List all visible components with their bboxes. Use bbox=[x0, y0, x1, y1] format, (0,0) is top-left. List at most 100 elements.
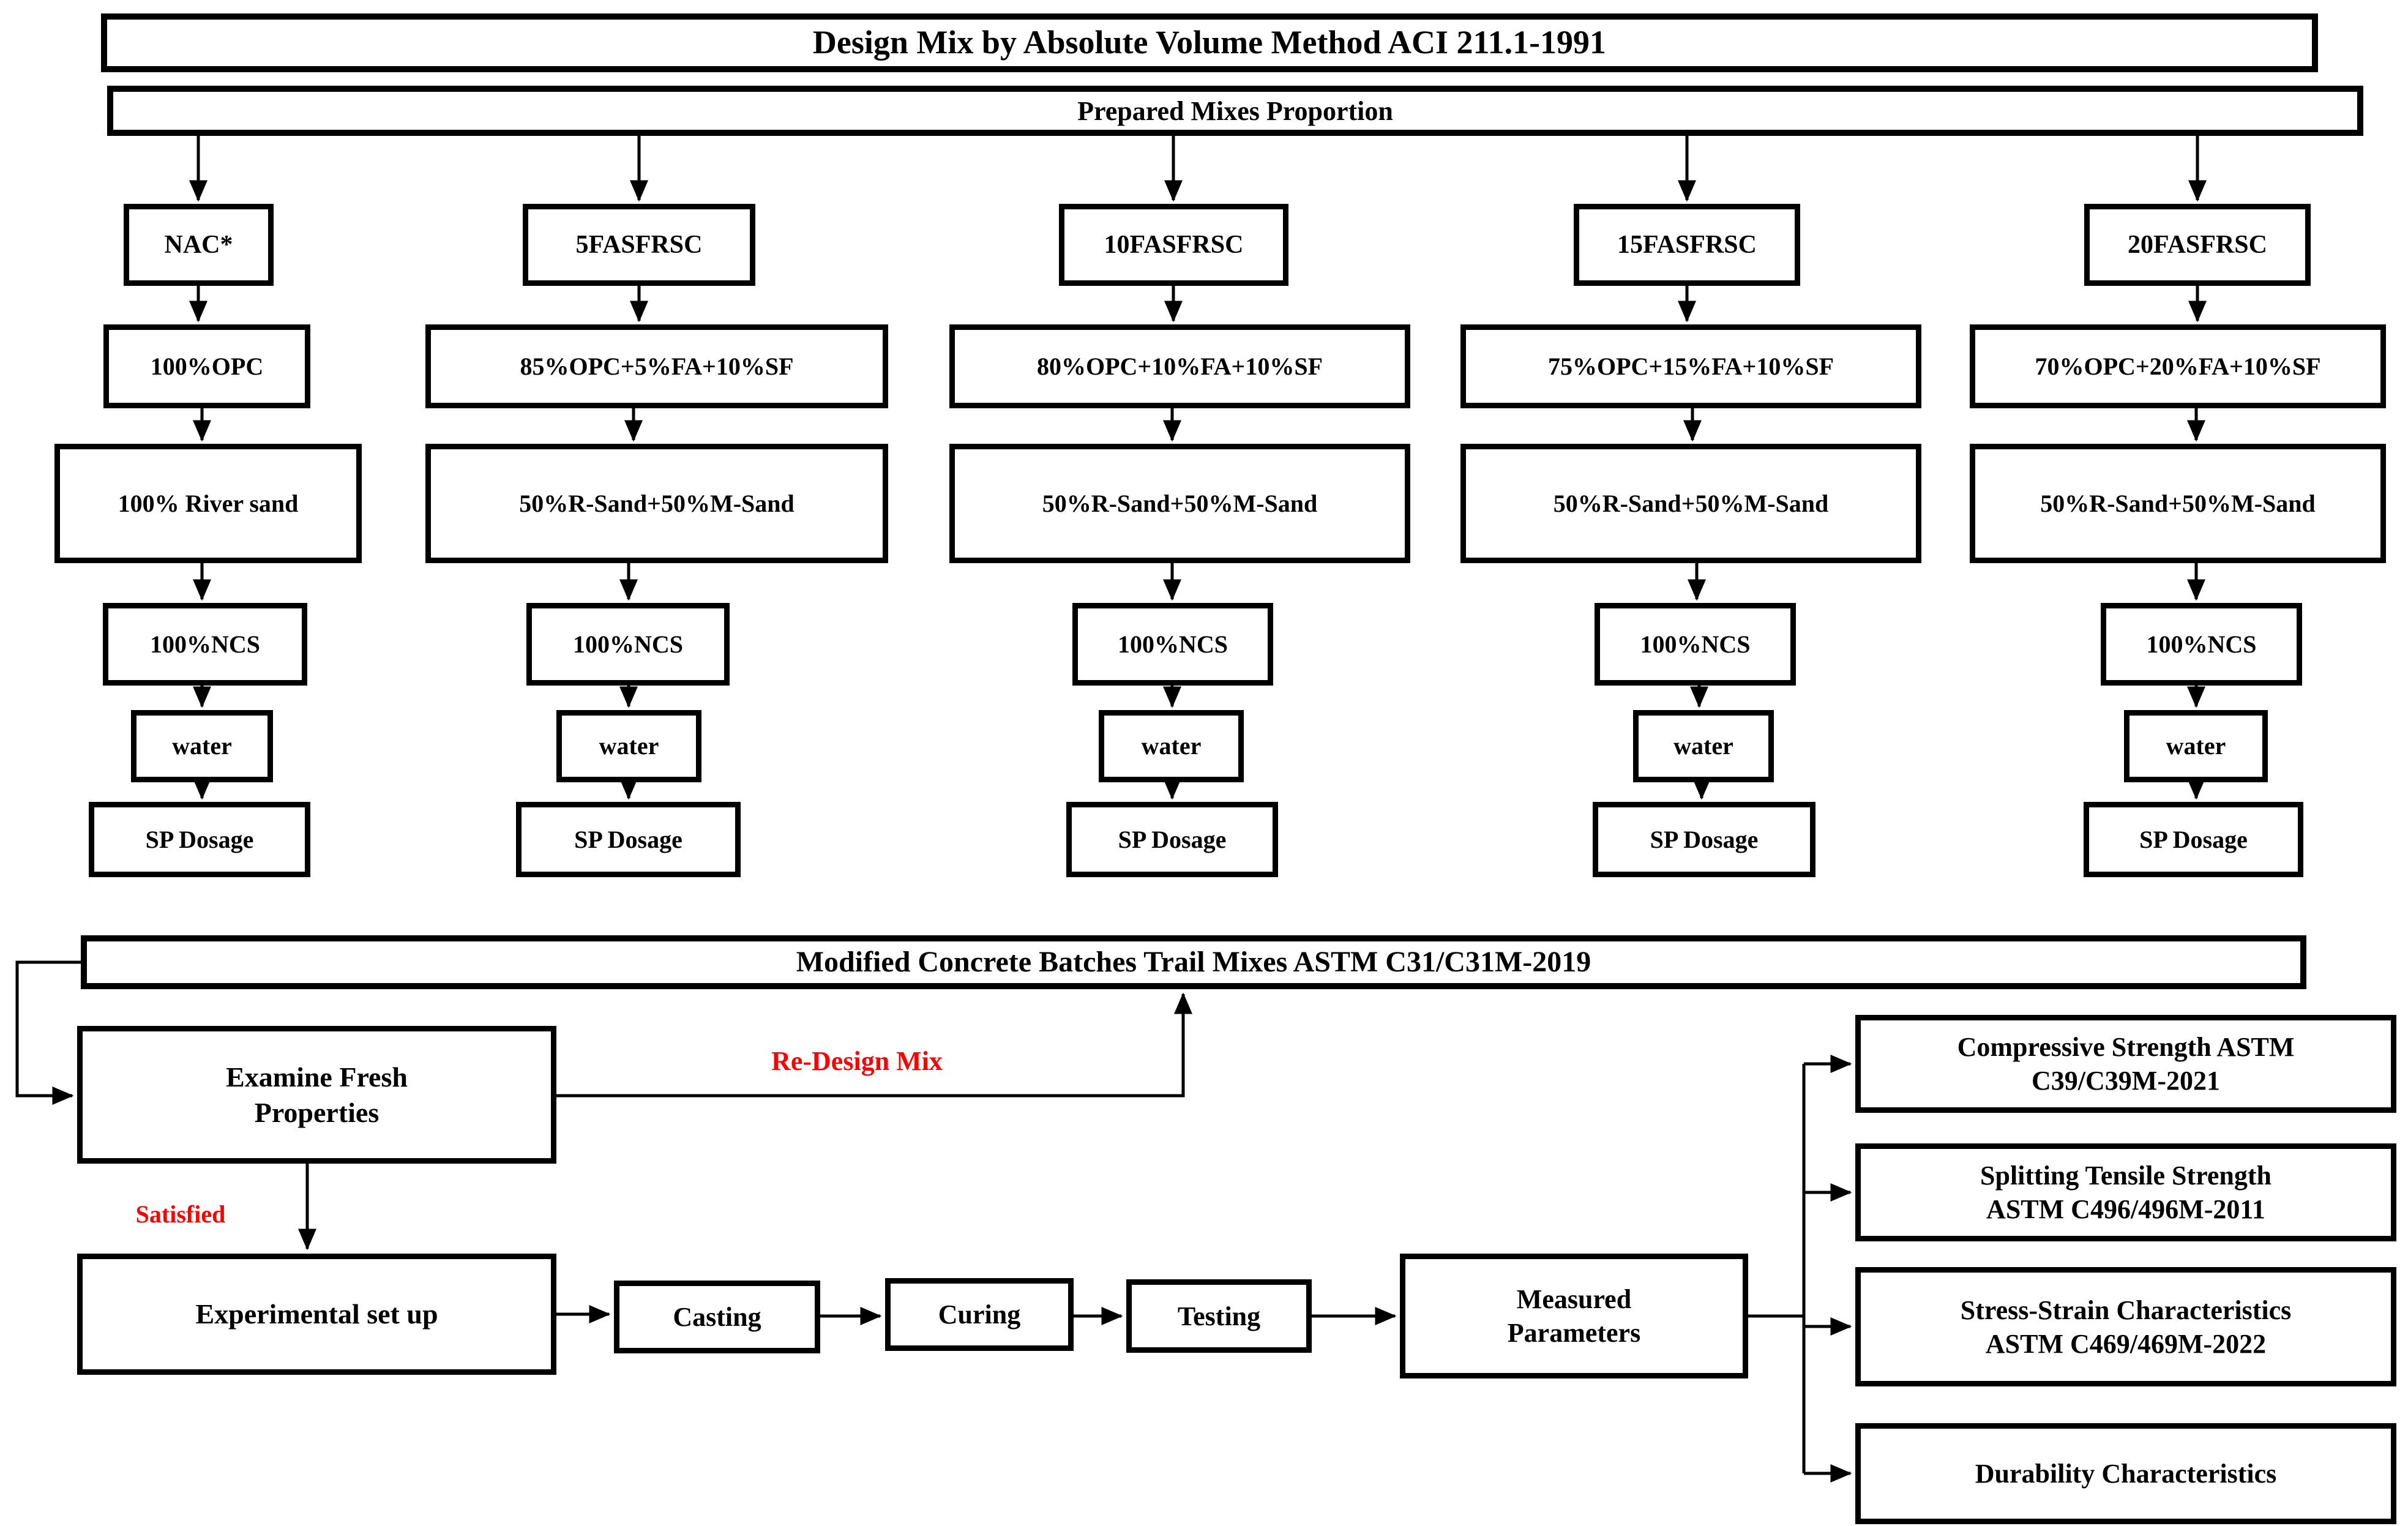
testing-box: Testing bbox=[1126, 1279, 1312, 1353]
sp-dosage-box-nac: SP Dosage bbox=[89, 802, 310, 877]
arrows-column-2 bbox=[619, 286, 648, 800]
title-bar: Design Mix by Absolute Volume Method ACI… bbox=[101, 13, 2318, 72]
sp-dosage-label: SP Dosage bbox=[574, 825, 682, 853]
mix-name-label: 5FASFRSC bbox=[575, 230, 703, 259]
sp-dosage-label: SP Dosage bbox=[1650, 825, 1759, 853]
trial-mixes-text: Modified Concrete Batches Trail Mixes AS… bbox=[796, 946, 1591, 978]
arrows-prepared-to-mixes bbox=[189, 136, 2207, 202]
binder-label: 70%OPC+20%FA+10%SF bbox=[2035, 352, 2321, 380]
coarse-box-20fasfrsc: 100%NCS bbox=[2101, 603, 2302, 686]
water-box-10fasfrsc: water bbox=[1099, 710, 1244, 782]
sand-label: 50%R-Sand+50%M-Sand bbox=[2040, 489, 2316, 517]
curing-label: Curing bbox=[938, 1300, 1021, 1330]
water-label: water bbox=[172, 732, 232, 760]
arrows-column-3 bbox=[1163, 286, 1183, 800]
binder-label: 100%OPC bbox=[150, 352, 264, 380]
output-label-line1: Compressive Strength ASTM bbox=[1957, 1032, 2295, 1062]
output-stress-strain-box: Stress-Strain Characteristics ASTM C469/… bbox=[1855, 1267, 2396, 1386]
output-durability-box: Durability Characteristics bbox=[1855, 1423, 2396, 1524]
output-label-line2: ASTM C496/496M-2011 bbox=[1986, 1194, 2265, 1224]
mix-name-box-20fasfrsc: 20FASFRSC bbox=[2084, 204, 2311, 286]
experimental-setup-label: Experimental set up bbox=[195, 1298, 438, 1330]
mix-name-label: 20FASFRSC bbox=[2128, 230, 2267, 259]
binder-label: 80%OPC+10%FA+10%SF bbox=[1036, 352, 1323, 380]
coarse-label: 100%NCS bbox=[1640, 630, 1751, 658]
water-label: water bbox=[1673, 732, 1733, 760]
mix-name-label: 15FASFRSC bbox=[1617, 230, 1757, 259]
coarse-box-15fasfrsc: 100%NCS bbox=[1595, 603, 1796, 686]
trial-mixes-bar: Modified Concrete Batches Trail Mixes AS… bbox=[81, 935, 2306, 989]
examine-label-line2: Properties bbox=[254, 1096, 380, 1128]
coarse-label: 100%NCS bbox=[572, 630, 684, 658]
mix-name-label: NAC* bbox=[164, 230, 233, 259]
output-splitting-tensile-box: Splitting Tensile Strength ASTM C496/496… bbox=[1855, 1143, 2396, 1241]
water-label: water bbox=[2166, 732, 2226, 760]
experimental-setup-box: Experimental set up bbox=[77, 1254, 556, 1375]
coarse-box-nac: 100%NCS bbox=[103, 603, 307, 686]
water-box-nac: water bbox=[131, 710, 273, 782]
redesign-mix-label: Re-Design Mix bbox=[771, 1046, 943, 1076]
water-box-15fasfrsc: water bbox=[1633, 710, 1774, 782]
output-label-line1: Durability Characteristics bbox=[1975, 1459, 2277, 1489]
coarse-box-5fasfrsc: 100%NCS bbox=[526, 603, 730, 686]
coarse-label: 100%NCS bbox=[2146, 630, 2257, 658]
title-text: Design Mix by Absolute Volume Method ACI… bbox=[812, 24, 1607, 61]
prepared-mixes-bar: Prepared Mixes Proportion bbox=[107, 86, 2363, 136]
binder-label: 75%OPC+15%FA+10%SF bbox=[1547, 352, 1834, 380]
coarse-label: 100%NCS bbox=[1117, 630, 1228, 658]
sand-box-5fasfrsc: 50%R-Sand+50%M-Sand bbox=[425, 444, 888, 563]
sp-dosage-box-10fasfrsc: SP Dosage bbox=[1066, 802, 1278, 877]
arrows-column-5 bbox=[2187, 286, 2207, 800]
binder-box-nac: 100%OPC bbox=[103, 324, 310, 408]
binder-box-15fasfrsc: 75%OPC+15%FA+10%SF bbox=[1460, 324, 1921, 408]
mix-name-box-15fasfrsc: 15FASFRSC bbox=[1574, 204, 1800, 286]
sp-dosage-box-15fasfrsc: SP Dosage bbox=[1593, 802, 1815, 877]
prepared-mixes-text: Prepared Mixes Proportion bbox=[1077, 95, 1393, 126]
binder-box-5fasfrsc: 85%OPC+5%FA+10%SF bbox=[425, 324, 888, 408]
sp-dosage-label: SP Dosage bbox=[145, 825, 254, 853]
sp-dosage-box-5fasfrsc: SP Dosage bbox=[516, 802, 741, 877]
casting-box: Casting bbox=[614, 1281, 820, 1353]
coarse-box-10fasfrsc: 100%NCS bbox=[1072, 603, 1273, 686]
measured-parameters-box: Measured Parameters bbox=[1400, 1254, 1748, 1378]
sand-label: 50%R-Sand+50%M-Sand bbox=[1042, 489, 1318, 517]
sand-box-15fasfrsc: 50%R-Sand+50%M-Sand bbox=[1460, 444, 1921, 563]
testing-label: Testing bbox=[1177, 1301, 1261, 1331]
sand-label: 100% River sand bbox=[118, 489, 299, 517]
sand-box-20fasfrsc: 50%R-Sand+50%M-Sand bbox=[1970, 444, 2386, 563]
binder-label: 85%OPC+5%FA+10%SF bbox=[520, 352, 794, 380]
satisfied-label: Satisfied bbox=[135, 1200, 226, 1228]
arrows-column-4 bbox=[1678, 286, 1711, 800]
examine-fresh-properties-box: Examine Fresh Properties bbox=[77, 1026, 556, 1164]
mix-name-box-10fasfrsc: 10FASFRSC bbox=[1059, 204, 1288, 286]
water-box-5fasfrsc: water bbox=[556, 710, 701, 782]
sand-box-nac: 100% River sand bbox=[54, 444, 362, 563]
arrows-column-1 bbox=[189, 286, 211, 800]
water-box-20fasfrsc: water bbox=[2124, 710, 2268, 782]
output-compressive-strength-box: Compressive Strength ASTM C39/C39M-2021 bbox=[1855, 1015, 2396, 1113]
mix-name-box-5fasfrsc: 5FASFRSC bbox=[523, 204, 755, 286]
output-label-line2: ASTM C469/469M-2022 bbox=[1985, 1328, 2267, 1359]
sp-dosage-label: SP Dosage bbox=[2139, 825, 2248, 853]
sand-box-10fasfrsc: 50%R-Sand+50%M-Sand bbox=[949, 444, 1410, 563]
measured-label-line1: Measured bbox=[1516, 1284, 1632, 1314]
binder-box-10fasfrsc: 80%OPC+10%FA+10%SF bbox=[949, 324, 1410, 408]
coarse-label: 100%NCS bbox=[149, 630, 261, 658]
casting-label: Casting bbox=[673, 1302, 761, 1332]
arrow-redesign-loop bbox=[556, 992, 1192, 1098]
output-label-line1: Splitting Tensile Strength bbox=[1980, 1161, 2272, 1191]
water-label: water bbox=[1141, 732, 1202, 760]
arrow-trialbar-to-examine bbox=[15, 960, 81, 1105]
curing-box: Curing bbox=[885, 1278, 1074, 1351]
sp-dosage-box-20fasfrsc: SP Dosage bbox=[2084, 802, 2303, 877]
measured-label-line2: Parameters bbox=[1507, 1318, 1641, 1348]
mix-name-box-nac: NAC* bbox=[124, 204, 274, 286]
sand-label: 50%R-Sand+50%M-Sand bbox=[519, 489, 795, 517]
examine-label-line1: Examine Fresh bbox=[226, 1061, 408, 1093]
mix-name-label: 10FASFRSC bbox=[1104, 230, 1244, 259]
water-label: water bbox=[599, 732, 659, 760]
sand-label: 50%R-Sand+50%M-Sand bbox=[1553, 489, 1829, 517]
output-label-line2: C39/C39M-2021 bbox=[2032, 1066, 2220, 1096]
